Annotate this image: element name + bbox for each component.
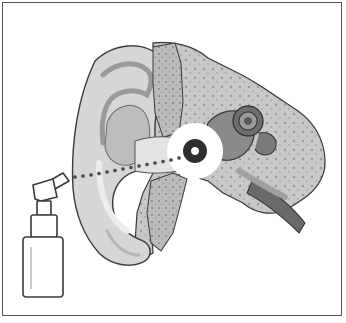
canal-bone-lower [147, 173, 187, 251]
ear-diagram [3, 3, 346, 323]
figure-frame [2, 2, 342, 316]
target-eardrum-icon [167, 123, 223, 179]
spray-bottle-icon [23, 173, 69, 297]
